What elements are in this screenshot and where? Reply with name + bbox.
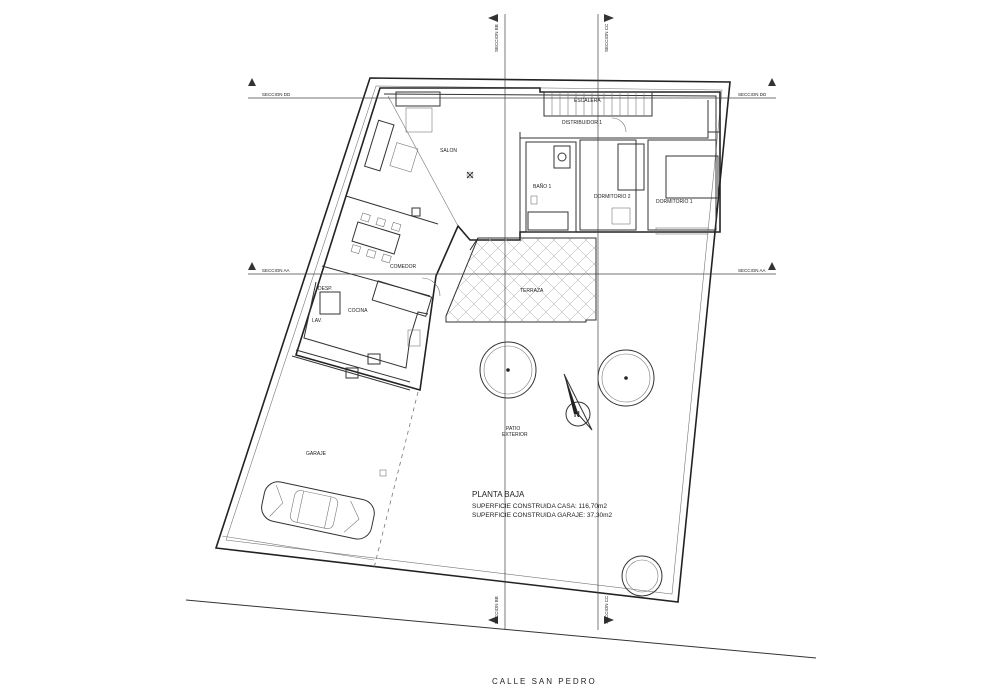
street-name: CALLE SAN PEDRO bbox=[492, 677, 597, 686]
label-patio: PATIO bbox=[506, 426, 520, 432]
terrace-edge bbox=[469, 237, 479, 251]
bed-1 bbox=[665, 155, 719, 199]
sofa-top bbox=[395, 91, 441, 107]
label-dormitorio2: DORMITORIO 2 bbox=[594, 194, 631, 200]
label-dormitorio1: DORMITORIO 1 bbox=[656, 199, 693, 205]
salon-cabinet bbox=[411, 207, 421, 217]
wall-salon-diagonal bbox=[387, 95, 459, 227]
kitchen-counter bbox=[303, 281, 429, 369]
label-bano: BAÑO 1 bbox=[533, 183, 552, 190]
round-feature-outer bbox=[621, 555, 663, 597]
dining-table bbox=[350, 212, 402, 264]
label-section-cc-top: SECCION CC bbox=[604, 23, 609, 52]
label-terraza: TERRAZA bbox=[520, 288, 544, 294]
label-section-bb-top: SECCION BB bbox=[494, 24, 499, 52]
surface-garage: SUPERFICIE CONSTRUIDA GARAJE: 37,30m2 bbox=[472, 512, 613, 519]
plot-boundary bbox=[214, 77, 731, 603]
round-feature-inner bbox=[625, 559, 659, 593]
washbasin-icon bbox=[557, 152, 567, 162]
label-section-bb-bottom: SECCION BB bbox=[494, 596, 499, 624]
label-distribuidor: DISTRIBUIDOR 1 bbox=[562, 120, 602, 126]
label-cocina: COCINA bbox=[348, 308, 368, 314]
label-section-dd-left: SECCION DD bbox=[262, 92, 291, 97]
arrow-cc-bottom bbox=[604, 616, 614, 624]
kitchen-bottom-unit bbox=[345, 367, 359, 379]
compass-label: N bbox=[574, 410, 580, 419]
sink-icon bbox=[367, 353, 381, 365]
terrace-outline bbox=[445, 237, 597, 323]
garage-marker bbox=[379, 469, 387, 477]
arrow-aa-left bbox=[248, 262, 256, 270]
arrow-bb-top bbox=[488, 14, 498, 22]
tree-left-icon bbox=[479, 341, 537, 399]
label-section-cc-bottom: SECCION CC bbox=[604, 595, 609, 624]
arrow-dd-right bbox=[768, 78, 776, 86]
wardrobe-1 bbox=[655, 227, 709, 235]
door-distribuidor bbox=[611, 117, 627, 133]
house-walls bbox=[294, 87, 721, 392]
street-line bbox=[185, 599, 817, 659]
north-arrow-icon bbox=[563, 373, 593, 431]
terrace-hatch bbox=[446, 238, 596, 322]
fridge bbox=[407, 329, 421, 347]
label-exterior: EXTERIOR bbox=[502, 432, 528, 438]
label-lav: LAV. bbox=[312, 318, 322, 324]
toilet-icon bbox=[530, 195, 538, 205]
label-section-aa-left: SECCION AA bbox=[262, 268, 290, 273]
plan-title: PLANTA BAJA bbox=[472, 490, 525, 499]
label-salon: SALON bbox=[440, 148, 457, 154]
label-section-dd-right: SECCION DD bbox=[738, 92, 767, 97]
arrow-cc-top bbox=[604, 14, 614, 22]
car-icon bbox=[261, 481, 375, 540]
bathtub bbox=[527, 211, 569, 231]
tree-right-icon bbox=[597, 349, 655, 407]
arrow-dd-left bbox=[248, 78, 256, 86]
label-section-aa-right: SECCION AA bbox=[738, 268, 766, 273]
label-comedor: COMEDOR bbox=[390, 264, 417, 270]
desk-2 bbox=[611, 207, 631, 225]
sofa-left bbox=[363, 119, 419, 173]
label-escalera: ESCALERA bbox=[574, 98, 601, 104]
garage-front-line bbox=[221, 535, 375, 561]
label-garaje: GARAJE bbox=[306, 451, 327, 457]
wall-distribuidor bbox=[519, 100, 720, 232]
bathroom bbox=[525, 141, 577, 233]
sink-bathroom bbox=[553, 145, 571, 169]
desp-box bbox=[319, 291, 341, 315]
kitchen-island bbox=[371, 280, 433, 317]
sofa-top-table bbox=[405, 107, 433, 133]
garage-door-dashed bbox=[373, 391, 419, 569]
bedroom-1 bbox=[647, 139, 717, 231]
arrow-bb-bottom bbox=[488, 616, 498, 624]
arrow-aa-right bbox=[768, 262, 776, 270]
wall-salon-comedor bbox=[345, 195, 439, 225]
surface-house: SUPERFICIE CONSTRUIDA CASA: 116,70m2 bbox=[472, 503, 607, 510]
salon-marker-icon bbox=[466, 171, 474, 179]
bed-2 bbox=[617, 143, 645, 191]
bedroom-2 bbox=[579, 139, 637, 231]
garage-wall-top bbox=[291, 355, 411, 391]
door-comedor bbox=[421, 277, 441, 297]
label-desp: DESP. bbox=[318, 286, 332, 292]
plot-inner-boundary bbox=[225, 85, 723, 595]
